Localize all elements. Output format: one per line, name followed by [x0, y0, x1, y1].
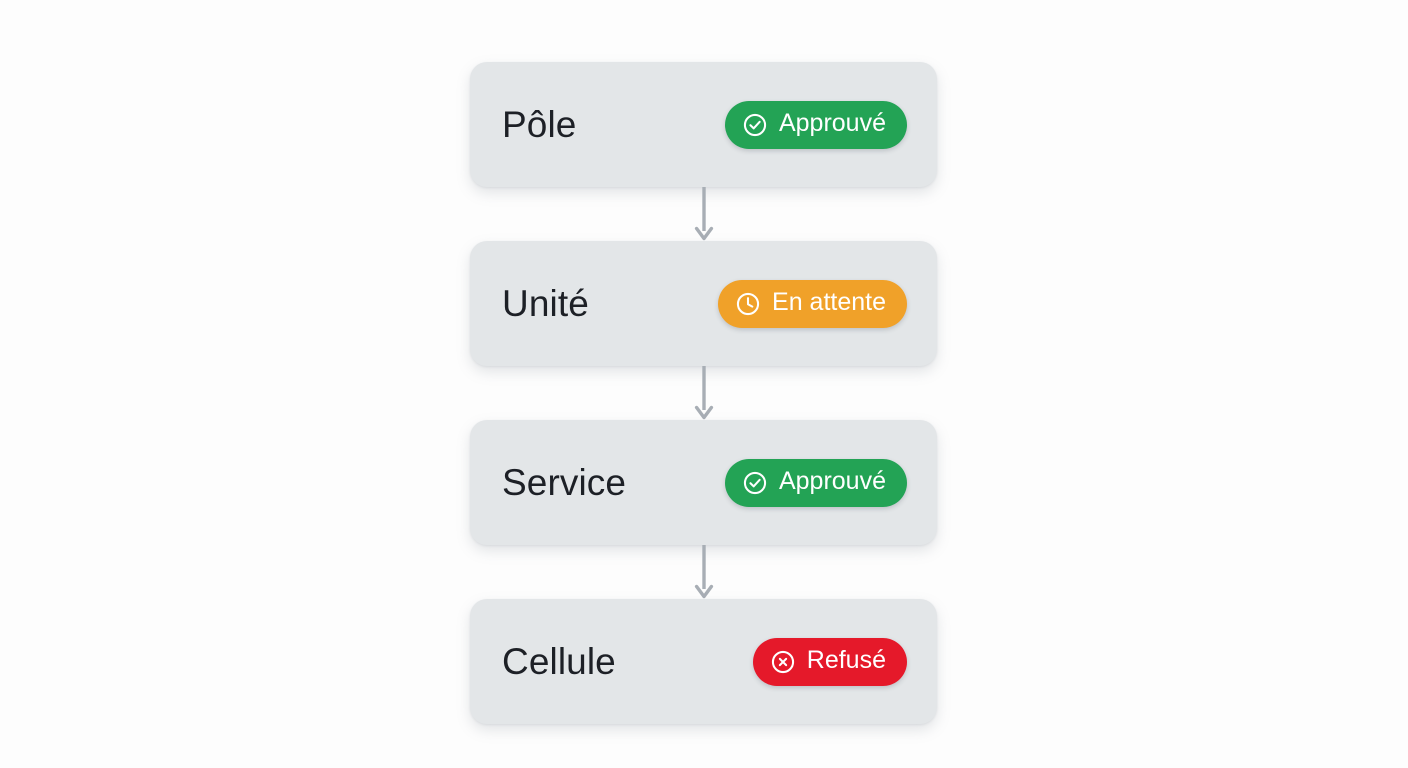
flow-card-label: Service: [502, 462, 627, 503]
flow-step: Unité En attente: [470, 241, 937, 366]
status-badge-refused[interactable]: Refusé: [752, 637, 907, 686]
flow-card-unite[interactable]: Unité En attente: [470, 241, 937, 366]
flow-card-label: Pôle: [502, 104, 577, 145]
flow-card-label: Cellule: [502, 641, 616, 682]
status-badge-approved[interactable]: Approuvé: [724, 100, 907, 149]
flow-card-label: Unité: [502, 283, 589, 324]
status-badge-pending[interactable]: En attente: [718, 279, 907, 328]
flow-step: Service Approuvé: [470, 420, 937, 545]
arrow-down-icon: [694, 366, 713, 420]
flow-connector: [470, 187, 937, 241]
flow-step: Pôle Approuvé: [470, 62, 937, 187]
status-badge-label: Refusé: [806, 646, 886, 674]
flow-card-cellule[interactable]: Cellule Refusé: [470, 599, 937, 724]
arrow-down-icon: [694, 187, 713, 241]
status-badge-label: En attente: [772, 288, 886, 316]
flow-card-pole[interactable]: Pôle Approuvé: [470, 62, 937, 187]
status-badge-approved[interactable]: Approuvé: [724, 458, 907, 507]
status-badge-label: Approuvé: [778, 109, 886, 137]
approval-flow: Pôle Approuvé Unité En att: [470, 62, 937, 724]
flow-connector: [470, 366, 937, 420]
x-circle-icon: [771, 650, 794, 673]
flow-step: Cellule Refusé: [470, 599, 937, 724]
check-circle-icon: [743, 471, 767, 494]
arrow-down-icon: [694, 545, 713, 599]
flow-card-service[interactable]: Service Approuvé: [470, 420, 937, 545]
flow-connector: [470, 545, 937, 599]
status-badge-label: Approuvé: [778, 467, 886, 495]
check-circle-icon: [743, 113, 767, 136]
clock-circle-icon: [736, 292, 760, 315]
